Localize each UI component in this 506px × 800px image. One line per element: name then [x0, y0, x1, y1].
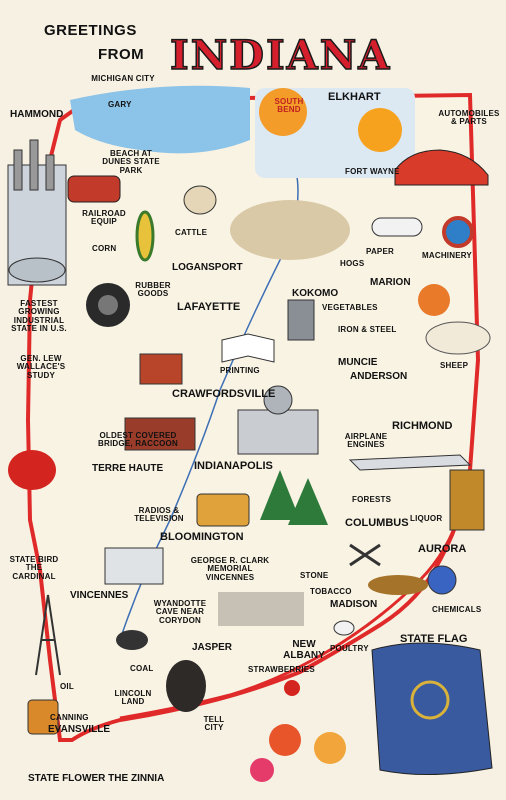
- steel-mill-illustration: [287, 299, 315, 341]
- label-kokomo: KOKOMO: [292, 288, 339, 299]
- label-industrial-state: FASTEST GROWING INDUSTRIAL STATE IN U.S.: [11, 299, 67, 334]
- label-state-bird: STATE BIRD THE CARDINAL: [9, 555, 59, 581]
- vegetables-illustration: [418, 284, 450, 316]
- label-lew-wallace-study: GEN. LEW WALLACE'S STUDY: [16, 354, 66, 380]
- label-muncie: MUNCIE: [338, 357, 378, 368]
- label-marion: MARION: [370, 277, 411, 288]
- label-hogs: HOGS: [340, 259, 365, 268]
- label-crawfordsville: CRAWFORDSVILLE: [172, 388, 276, 400]
- gear-illustration: [442, 216, 474, 248]
- label-state-flag: STATE FLAG: [400, 633, 468, 645]
- coal-pile: [116, 630, 148, 650]
- label-indianapolis: INDIANAPOLIS: [194, 460, 273, 472]
- label-jasper: JASPER: [192, 642, 233, 653]
- label-aurora: AURORA: [418, 543, 467, 555]
- title-greetings: GREETINGS: [44, 22, 137, 39]
- label-oil: OIL: [60, 682, 74, 691]
- label-beach: BEACH AT DUNES STATE PARK: [102, 149, 160, 175]
- capitol-illustration: [237, 409, 319, 455]
- label-state-flower: STATE FLOWER THE ZINNIA: [28, 773, 165, 784]
- covered-bridge: [124, 417, 196, 451]
- label-airplane-engines: AIRPLANE ENGINES: [344, 432, 388, 450]
- label-poultry: POULTRY: [330, 644, 369, 653]
- canning-jar: [27, 699, 59, 735]
- label-wyandotte-cave: WYANDOTTE CAVE NEAR CORYDON: [153, 599, 207, 625]
- label-chemicals: CHEMICALS: [432, 605, 482, 614]
- label-evansville: EVANSVILLE: [48, 724, 111, 735]
- label-paper: PAPER: [366, 247, 394, 256]
- label-fort-wayne: FORT WAYNE: [345, 167, 400, 176]
- label-tell-city: TELL CITY: [203, 715, 225, 733]
- label-lafayette: LAFAYETTE: [177, 301, 241, 313]
- tobacco-leaf: [368, 575, 428, 595]
- label-liquor: LIQUOR: [410, 514, 443, 523]
- zinnia-flowers: [269, 724, 301, 756]
- label-lincoln-land: LINCOLN LAND: [114, 689, 152, 707]
- label-vegetables: VEGETABLES: [322, 303, 378, 312]
- label-railroad: RAILROAD EQUIP: [82, 209, 126, 227]
- oil-derrick: [35, 594, 61, 676]
- label-forests: FORESTS: [352, 495, 392, 504]
- label-strawberries: STRAWBERRIES: [248, 665, 315, 674]
- farmer-hogs-scene: [230, 200, 350, 260]
- corn-illustration: [135, 210, 155, 262]
- label-iron-steel: IRON & STEEL: [338, 325, 397, 334]
- lake-michigan: [70, 85, 250, 154]
- label-sheep: SHEEP: [440, 361, 469, 370]
- airplane-illustration: [348, 454, 472, 471]
- book-illustration: [221, 333, 275, 363]
- title-from: FROM: [98, 46, 145, 63]
- label-madison: MADISON: [330, 599, 378, 610]
- label-coal: COAL: [130, 664, 154, 673]
- lincoln-portrait: [166, 660, 206, 712]
- label-stone: STONE: [300, 571, 329, 580]
- sheep-illustration: [425, 321, 491, 355]
- television-illustration: [196, 493, 250, 527]
- label-corn: CORN: [92, 244, 117, 253]
- label-vincennes: VINCENNES: [70, 590, 129, 601]
- title-state-name: INDIANA: [169, 31, 392, 80]
- cow-illustration: [183, 185, 217, 215]
- cardinal-bird: [8, 450, 56, 490]
- label-covered-bridge: OLDEST COVERED BRIDGE, RACCOON: [98, 431, 178, 449]
- state-flag: [371, 642, 493, 776]
- label-south-bend: SOUTH BEND: [274, 97, 304, 115]
- label-clark-memorial: GEORGE R. CLARK MEMORIAL VINCENNES: [190, 556, 270, 582]
- forest-trees: [260, 470, 328, 525]
- label-cattle: CATTLE: [175, 228, 208, 237]
- paper-roll: [371, 217, 423, 237]
- label-hammond: HAMMOND: [10, 109, 64, 120]
- train-illustration: [67, 175, 121, 203]
- clark-memorial: [104, 547, 164, 585]
- liquor-bottles: [449, 469, 485, 531]
- cave-illustration: [218, 592, 304, 626]
- label-elkhart: ELKHART: [328, 91, 381, 103]
- label-terre-haute: TERRE HAUTE: [92, 463, 164, 474]
- label-bloomington: BLOOMINGTON: [160, 531, 244, 543]
- label-rubber-goods: RUBBER GOODS: [135, 281, 171, 299]
- study-house: [139, 353, 183, 385]
- label-logansport: LOGANSPORT: [172, 262, 243, 273]
- label-columbus: COLUMBUS: [345, 517, 409, 529]
- label-tobacco: TOBACCO: [310, 587, 352, 596]
- label-machinery: MACHINERY: [422, 251, 472, 260]
- label-printing: PRINTING: [220, 366, 260, 375]
- factory-illustration: [7, 139, 67, 286]
- label-automobiles: AUTOMOBILES & PARTS: [438, 109, 500, 127]
- label-anderson: ANDERSON: [350, 371, 408, 382]
- stone-tools: [349, 543, 381, 567]
- poultry-illustration: [333, 620, 355, 636]
- strawberries: [284, 680, 300, 696]
- label-new-albany: NEW ALBANY: [283, 639, 325, 661]
- label-canning: CANNING: [50, 713, 89, 722]
- label-radios-television: RADIOS & TELEVISION: [134, 506, 184, 524]
- label-gary: GARY: [108, 100, 132, 109]
- chemical-flask: [427, 565, 457, 595]
- label-michigan-city: MICHIGAN CITY: [91, 74, 155, 83]
- label-richmond: RICHMOND: [392, 420, 453, 432]
- car-illustration: [394, 149, 489, 186]
